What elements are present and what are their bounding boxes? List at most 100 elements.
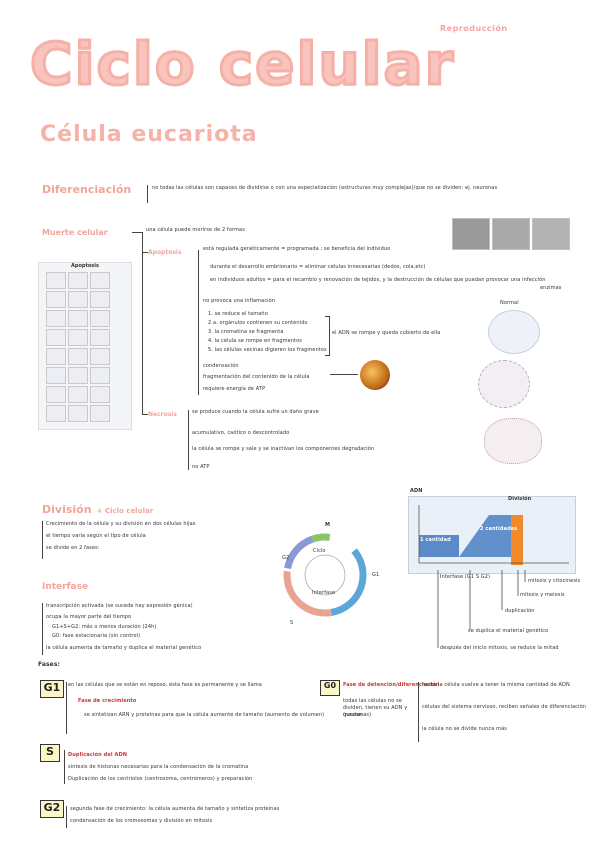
g2-line-2: condensación de los cromosomas y divisió… bbox=[70, 818, 213, 824]
muerte-heading: Muerte celular bbox=[42, 228, 108, 237]
g0-label: Fase de detención/diferenciación bbox=[343, 682, 440, 688]
graph-dna-area bbox=[419, 515, 519, 557]
cycle-inner-ring bbox=[304, 554, 346, 596]
connector bbox=[142, 252, 148, 253]
graph-note-3: duplicación bbox=[505, 608, 535, 614]
cycle-m-label: M bbox=[325, 522, 331, 528]
page-subtitle: Célula eucariota bbox=[40, 122, 258, 147]
necrosis-label: Necrosis bbox=[148, 411, 177, 418]
muerte-intro: una célula puede morirse de 2 formas bbox=[146, 227, 245, 233]
apoptosis-line-8: 4. la célula se rompe en fragmentos bbox=[208, 338, 302, 344]
interfase-bracket bbox=[42, 603, 43, 655]
apoptosis-line-7: 3. la cromatina se fragmenta bbox=[208, 329, 284, 335]
hand-photo-3 bbox=[532, 218, 570, 250]
connector bbox=[132, 232, 142, 233]
graph-note-2: mitosis y meiosis bbox=[520, 592, 565, 598]
graph-g2-label: 2 cantidades bbox=[480, 526, 518, 532]
apoptosis-line-6: 2.a. orgánulos contienen su contenido bbox=[208, 320, 308, 326]
cycle-arc-s bbox=[283, 533, 367, 617]
ruptured-cell bbox=[484, 418, 542, 464]
g2-box: G2 bbox=[40, 800, 64, 818]
cycle-g2-label: G2 bbox=[282, 555, 290, 561]
apoptosis-line-1: está regulada genéticamente = programada… bbox=[203, 246, 391, 252]
apoptosis-label: Apoptosis bbox=[148, 249, 182, 256]
cycle-arc-g2 bbox=[283, 533, 367, 617]
g1-bracket bbox=[66, 682, 67, 734]
graph-top-label: División bbox=[508, 496, 532, 502]
muerte-bracket bbox=[142, 232, 143, 415]
apoptosis-cells-grid bbox=[39, 269, 131, 425]
division-line-2: el tiempo varía según el tipo de célula bbox=[46, 533, 146, 539]
apoptosis-line-11: fragmentación del contenido de la célula bbox=[203, 374, 310, 380]
cycle-outer-label: Interfase bbox=[312, 590, 336, 596]
s-line-3: Duplicación de los centriolos (centrosom… bbox=[68, 776, 253, 782]
hand-photo-1 bbox=[452, 218, 490, 250]
interfase-heading: Interfase bbox=[42, 582, 89, 592]
graph-note-4: se duplica el material genético bbox=[468, 628, 549, 634]
cycle-arc-g1 bbox=[283, 533, 367, 617]
g2-bracket bbox=[66, 806, 67, 828]
g0-box: G0 bbox=[320, 680, 340, 696]
graph-x-annotation: Interfase (G1 S G2) bbox=[440, 574, 491, 580]
top-label: Reproducción bbox=[440, 24, 508, 33]
g0-right-1: hasta la célula vuelve a tener la misma … bbox=[422, 682, 570, 688]
connector bbox=[142, 414, 148, 415]
normal-cell bbox=[488, 310, 540, 354]
enzimas-label: enzimas bbox=[540, 285, 562, 291]
fases-label: Fases: bbox=[38, 661, 61, 668]
necrosis-line-3: la célula se rompe y sale y se inactivan… bbox=[192, 446, 375, 452]
apoptosis-image: Apoptosis bbox=[38, 262, 132, 430]
apoptosis-line-9: 5. las células vecinas digieren los frag… bbox=[208, 347, 327, 353]
apoptosis-line-3: en individuos adultos = para el recambio… bbox=[210, 277, 546, 283]
s-bracket bbox=[64, 750, 65, 784]
cell-cycle-diagram bbox=[283, 533, 367, 617]
graph-g1-label: 1 cantidad bbox=[420, 537, 451, 543]
apoptosis-image-label: Apoptosis bbox=[71, 263, 99, 269]
dna-graph-svg bbox=[418, 505, 569, 565]
division-bracket bbox=[42, 521, 43, 559]
graph-note-1: mitosis y citocinesis bbox=[528, 578, 581, 584]
s-line-1: Duplicación del ADN bbox=[68, 752, 127, 758]
g0-right-2: células del sistema nervioso, reciben se… bbox=[422, 704, 587, 710]
normal-label: Normal bbox=[500, 300, 519, 306]
bracket bbox=[147, 185, 148, 203]
graph-leader-lines bbox=[437, 570, 526, 648]
cycle-arc-m bbox=[283, 533, 367, 617]
division-line-1: Crecimiento de la célula y su división e… bbox=[46, 521, 196, 527]
apoptosis-line-10: condensación bbox=[203, 363, 239, 369]
page-title: Ciclo celular bbox=[28, 29, 456, 100]
brace bbox=[325, 316, 330, 356]
division-heading: División + Ciclo celular bbox=[42, 503, 154, 516]
apoptosis-line-2: durante el desarrollo embrionario = elim… bbox=[210, 264, 426, 270]
s-box: S bbox=[40, 744, 60, 762]
apoptosis-line-5: 1. se reduce el tamaño bbox=[208, 311, 268, 317]
g1-box: G1 bbox=[40, 680, 64, 698]
necrosis-line-4: no ATP bbox=[192, 464, 210, 470]
cycle-g1-label: G1 bbox=[372, 572, 380, 578]
cell-photo bbox=[360, 360, 390, 390]
dna-graph bbox=[408, 496, 576, 574]
g0-right-3: la célula no se divide nunca más bbox=[422, 726, 507, 732]
graph-g1-block bbox=[419, 535, 459, 557]
cycle-s-label: S bbox=[290, 620, 294, 626]
division-line-3: se divide en 2 fases: bbox=[46, 545, 100, 551]
g0-sub: (neuronas) bbox=[343, 712, 372, 718]
hand-photo-2 bbox=[492, 218, 530, 250]
interfase-line-1: transcripción activada (se sucede hay ex… bbox=[46, 603, 193, 609]
g0-bracket bbox=[418, 682, 419, 742]
g1-sub-text: se sintetizan ARN y proteínas para que l… bbox=[84, 712, 325, 718]
g2-line-1: segunda fase de crecimiento: la célula a… bbox=[70, 806, 280, 812]
swelling-cell bbox=[478, 360, 530, 408]
graph-division-bar bbox=[511, 515, 523, 565]
cycle-center: Ciclo bbox=[313, 548, 326, 554]
interfase-line-4: G0: fase estacionaria (sin control) bbox=[52, 633, 141, 639]
graph-note-5: después del inicio mitosis, se reduce la… bbox=[440, 645, 559, 651]
apoptosis-line-4: no provoca una inflamación bbox=[203, 298, 276, 304]
g1-sub: Fase de crecimiento bbox=[78, 698, 137, 704]
diferenciacion-text: no todas las células son capaces de divi… bbox=[152, 185, 498, 191]
apoptosis-bracket bbox=[198, 250, 199, 395]
necrosis-bracket bbox=[188, 410, 189, 470]
apoptosis-brace-text: el ADN se rompe y queda cubierto de ella bbox=[332, 330, 441, 336]
interfase-line-2: ocupa la mayor parte del tiempo bbox=[46, 614, 132, 620]
apoptosis-line-12: requiere energía de ATP bbox=[203, 386, 266, 392]
